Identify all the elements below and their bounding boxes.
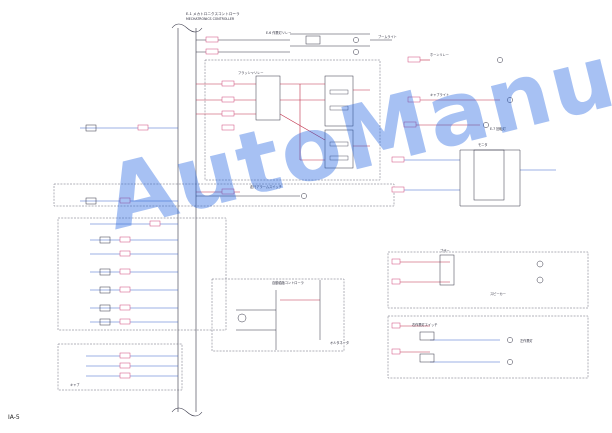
switch-icon — [85, 197, 97, 205]
speaker-icon — [536, 260, 544, 268]
wires-black — [196, 33, 521, 350]
relay-icon — [419, 331, 435, 341]
switch-icon — [99, 304, 111, 312]
controller-label-en: MECHATRONICS CONTROLLER — [186, 17, 235, 21]
dashed-frames — [53, 59, 589, 391]
lamp-icon — [301, 193, 307, 199]
controller-label: E-1 メカトロニクスコントローラ — [186, 11, 240, 16]
travel-alarm-label: 走行アラームスイッチ — [250, 184, 282, 189]
svg-text:フラッシャリレー: フラッシャリレー — [238, 70, 264, 75]
controller-bus — [171, 23, 203, 417]
switch-icon — [99, 268, 111, 276]
work-light-lamp-icon — [507, 359, 513, 365]
boom-light-lamp-icon — [353, 49, 359, 55]
horn-relay-label: ホーンリレー — [430, 52, 449, 57]
cab-label: キャブ — [70, 382, 80, 387]
rotary-light-label: E-7 回転灯 — [490, 126, 507, 131]
flasher-relay-block: フラッシャリレー — [238, 70, 354, 169]
relay-icon — [305, 35, 321, 45]
switch-icon — [99, 318, 111, 326]
connectors — [119, 36, 421, 379]
components — [85, 35, 544, 365]
boom-light-label: ブームライト — [378, 34, 397, 39]
monitor-box — [473, 149, 505, 201]
monitor-label: モニタ — [478, 142, 488, 147]
auto-greaser-label: 自動給脂コントローラ — [272, 280, 304, 285]
switch-panel-box — [439, 254, 455, 286]
right-work-light-label: 右作業灯スイッチ — [412, 322, 438, 327]
page-number: IA-5 — [8, 414, 20, 421]
switch-icon — [99, 236, 111, 244]
alternator-label: オルタネータ — [330, 340, 349, 345]
work-light-lamp-icon — [507, 337, 513, 343]
switch-icon — [99, 286, 111, 294]
left-work-light-label: 左作業灯 — [520, 338, 534, 343]
horn-icon — [497, 57, 503, 63]
lamp-icon — [507, 97, 513, 103]
switch-icon — [85, 124, 97, 132]
cab-light-label: キャブライト — [430, 92, 449, 97]
relay-icon — [419, 353, 435, 363]
buzzer-icon — [536, 276, 544, 284]
buzzer-label: ブザー — [440, 248, 450, 253]
speaker-label: スピーカー — [490, 291, 506, 296]
lamp-icon — [483, 122, 489, 128]
boom-light-relay-label: E-6 作業灯リレー — [266, 30, 291, 35]
boom-light-lamp-icon — [353, 37, 359, 43]
grease-motor-icon — [237, 313, 247, 323]
